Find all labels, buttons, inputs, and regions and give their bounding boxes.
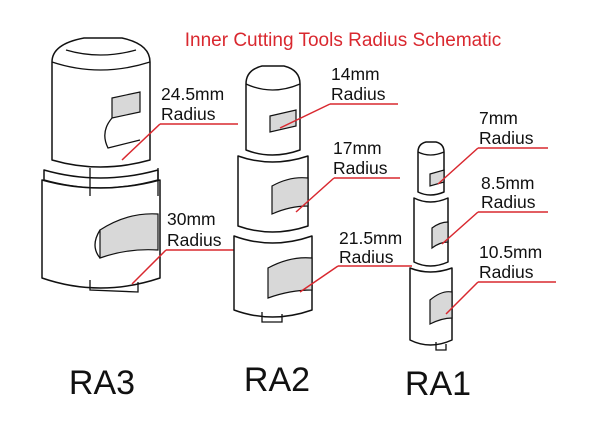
ra1-label-3-value: 10.5mm [479, 242, 542, 262]
ra3-label-2-unit: Radius [167, 230, 222, 250]
ra1-base-slot [435, 342, 447, 351]
ra2-leader-3-diag [299, 265, 339, 293]
ra1-top-shaft [417, 141, 445, 196]
ra2-top-rim [245, 83, 301, 91]
ra1-mid-body [413, 197, 449, 267]
ra3-top-flat [65, 49, 137, 56]
tool-name-ra3: RA3 [69, 364, 135, 402]
ra1-label-1-value: 7mm [479, 108, 518, 128]
ra3-notch-1 [111, 91, 141, 119]
ra2-label-2-value: 17mm [333, 138, 382, 158]
ra1-label-2-value: 8.5mm [481, 173, 534, 193]
ra3-notch-2-radius [94, 229, 101, 259]
ra3-top-rim [51, 61, 151, 71]
ra2-label-3-unit: Radius [339, 247, 394, 267]
ra3-notch-1-radius [104, 117, 141, 149]
ra2-label-1-value: 14mm [331, 64, 380, 84]
tool-name-ra1: RA1 [405, 365, 471, 403]
diagram-title: Inner Cutting Tools Radius Schematic [185, 30, 501, 51]
ra1-leader-3-diag [445, 281, 479, 315]
tool-ra1 [409, 141, 453, 351]
ra2-label-1-unit: Radius [331, 84, 386, 104]
ra1-notch-3 [429, 291, 453, 325]
ra3-leader-1-diag [121, 123, 161, 161]
ra3-label-2-value: 30mm [167, 209, 216, 229]
ra2-base-slot [261, 312, 283, 323]
ra1-top-rim [417, 151, 445, 156]
ra1-leader-2-diag [441, 211, 479, 245]
ra2-label-2-unit: Radius [333, 158, 388, 178]
ra1-leader-1-diag [437, 147, 479, 185]
ra2-notch-2 [271, 177, 309, 215]
ra1-label-2-unit: Radius [481, 192, 536, 212]
ra2-notch-1 [269, 109, 297, 133]
ra3-top-shaft [51, 37, 151, 168]
tool-name-ra2: RA2 [244, 361, 310, 399]
ra3-step-lines [89, 168, 159, 196]
ra3-label-1-unit: Radius [161, 104, 216, 124]
ra2-leader-2-diag [295, 177, 335, 213]
ra2-label-3-value: 21.5mm [339, 228, 402, 248]
ra1-label-3-unit: Radius [479, 262, 534, 282]
ra2-notch-3 [267, 257, 313, 299]
ra3-leader-2-diag [131, 249, 167, 285]
ra2-leader-1-diag [279, 103, 331, 129]
ra1-label-1-unit: Radius [479, 128, 534, 148]
ra3-label-1-value: 24.5mm [161, 84, 224, 104]
tool-ra3 [41, 37, 161, 293]
ra3-notch-2 [99, 213, 159, 259]
tool-ra2 [233, 65, 313, 323]
ra3-base-slot [89, 280, 139, 293]
